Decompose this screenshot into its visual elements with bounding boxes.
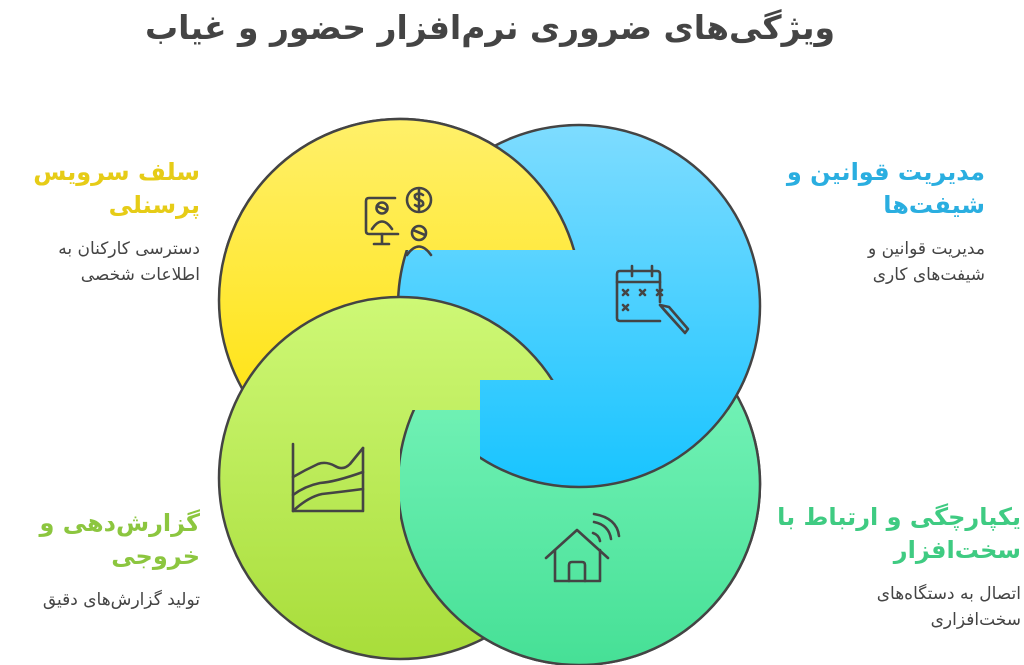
area-chart-icon <box>291 442 365 513</box>
feature-description: اتصال به دستگاه‌های سخت‌افزاری <box>776 581 1021 633</box>
heading-line: پرسنلی <box>108 191 200 219</box>
smart-home-icon <box>544 512 621 583</box>
heading-line: یکپارچگی و ارتباط با <box>777 503 1021 531</box>
heading-line: خروجی <box>111 542 200 570</box>
feature-heading: سلف سرویس پرسنلی <box>0 156 200 222</box>
heading-line: سلف سرویس <box>33 158 200 186</box>
description-line: سخت‌افزاری <box>930 610 1021 630</box>
description-line: اطلاعات شخصی <box>80 265 200 285</box>
feature-description: دسترسی کارکنان به اطلاعات شخصی <box>0 236 200 288</box>
description-line: اتصال به دستگاه‌های <box>876 584 1021 604</box>
feature-heading: گزارش‌دهی و خروجی <box>0 507 200 573</box>
feature-self-service: سلف سرویس پرسنلی دسترسی کارکنان به اطلاع… <box>0 156 200 288</box>
heading-line: گزارش‌دهی و <box>39 509 200 537</box>
feature-hardware-integration: یکپارچگی و ارتباط با سخت‌افزار اتصال به … <box>776 501 1021 633</box>
feature-heading: مدیریت قوانین و شیفت‌ها <box>755 156 985 222</box>
description-line: مدیریت قوانین و <box>867 239 985 259</box>
calendar-edit-icon <box>615 264 690 335</box>
heading-line: سخت‌افزار <box>893 536 1021 564</box>
description-line: تولید گزارش‌های دقیق <box>42 590 200 610</box>
description-line: شیفت‌های کاری <box>872 265 985 285</box>
feature-description: تولید گزارش‌های دقیق <box>0 587 200 613</box>
employee-self-service-icon <box>364 186 433 257</box>
heading-line: مدیریت قوانین و <box>786 158 985 186</box>
feature-heading: یکپارچگی و ارتباط با سخت‌افزار <box>776 501 1021 567</box>
description-line: دسترسی کارکنان به <box>58 239 200 259</box>
feature-reporting: گزارش‌دهی و خروجی تولید گزارش‌های دقیق <box>0 507 200 613</box>
heading-line: شیفت‌ها <box>883 191 985 219</box>
page-title: ویژگی‌های ضروری نرم‌افزار حضور و غیاب <box>144 8 836 47</box>
feature-description: مدیریت قوانین و شیفت‌های کاری <box>755 236 985 288</box>
feature-rules-shifts: مدیریت قوانین و شیفت‌ها مدیریت قوانین و … <box>755 156 985 288</box>
